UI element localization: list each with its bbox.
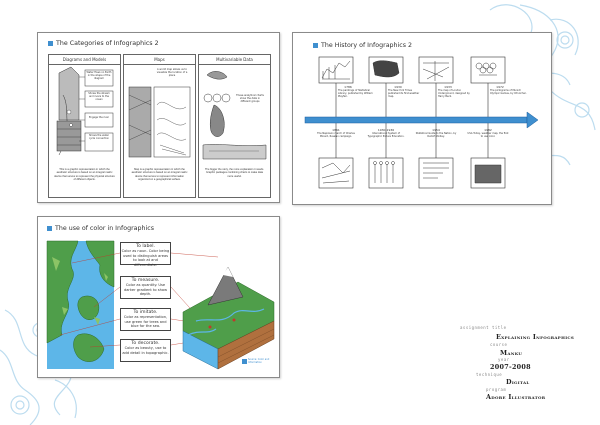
column-heading: Maps	[124, 55, 195, 65]
color-box-measure: To measure. Color as quantity. Use darke…	[120, 276, 171, 299]
history-timeline	[304, 56, 539, 189]
history-year: 1972	[496, 85, 504, 89]
history-event: The map of London Underground, designed …	[438, 89, 470, 98]
program-value: Adobe Illustrator	[486, 393, 546, 401]
assignment-title-label: assignment title	[460, 325, 507, 330]
diagram-callout: Shows the water cycle connection	[88, 134, 110, 140]
color-box-imitate: To imitate. Color as representation, use…	[120, 308, 171, 331]
year-label: year	[498, 357, 510, 362]
diagram-callout: Engage the river	[89, 116, 109, 119]
color-box-heading: To imitate.	[133, 310, 158, 315]
year-value: 2007-2008	[490, 363, 531, 371]
category-caption: This is a graphic representation in whic…	[54, 168, 115, 181]
category-caption: The bigger the story, the more explanati…	[204, 168, 265, 178]
color-box-heading: To decorate.	[131, 341, 160, 346]
program-label: program	[486, 387, 507, 392]
color-box-label: To label. Color as noun. Color being use…	[120, 242, 171, 267]
history-year: 1786	[344, 85, 352, 89]
multivariable-illustration	[202, 71, 267, 160]
course-value: Manku	[500, 349, 523, 357]
bullet-square-icon	[313, 42, 318, 48]
technique-label: technique	[476, 372, 503, 377]
color-box-heading: To measure.	[131, 278, 160, 283]
history-year: 1861	[332, 128, 340, 132]
technique-value: Digital	[506, 378, 530, 386]
history-year: 1933	[444, 85, 452, 89]
history-event: International System of Typographic Pict…	[367, 132, 405, 138]
color-box-text: Color as beauty, use to add detail in to…	[122, 346, 169, 355]
map-illustration	[128, 86, 191, 158]
color-title: The use of color in Infographics	[47, 225, 154, 232]
column-heading: Multivariable Data	[199, 55, 270, 65]
diagram-callout: Shows the stream and rivers to the ocean	[88, 92, 110, 101]
category-column-diagrams: Diagrams and Models Water flows on Earth…	[48, 54, 121, 198]
assignment-title: Explaining Infographics	[496, 333, 575, 341]
category-caption: Map is a graphic representation in which…	[131, 168, 188, 181]
color-box-text: Color as quantity. Use darker gradient t…	[123, 283, 168, 297]
history-event: USA Today, weather map, the first to use…	[467, 132, 509, 138]
color-box-text: Color as representation, use green for t…	[123, 315, 168, 329]
color-box-decorate: To decorate. Color as beauty, use to add…	[120, 339, 171, 362]
history-year: 1954	[432, 128, 440, 132]
color-panel: The use of color in Infographics	[37, 216, 280, 378]
course-label: course	[490, 342, 508, 347]
history-panel: The History of Infographics 2	[292, 32, 552, 205]
history-year: 1982	[484, 128, 492, 132]
categories-title: The Categories of Infographics 2	[48, 40, 159, 47]
bullet-square-icon	[47, 225, 52, 231]
history-event: The paintings of Statistical Library, pu…	[338, 89, 373, 98]
diagram-callout: Water flows on Earth in the shape of the…	[86, 71, 112, 80]
history-event: The pictograms of Munich Olympic Games, …	[490, 89, 527, 95]
color-footnote: Source: Color and Information	[248, 358, 270, 364]
color-box-heading: To label.	[136, 244, 155, 249]
history-year: 1930	[394, 85, 402, 89]
multivariable-callout: These analytical charts show the data in…	[236, 94, 264, 103]
color-box-text: Color as noun. Color being used to disti…	[121, 249, 170, 267]
history-event: The Napoleon march of Charles Minard, Ru…	[317, 132, 355, 138]
map-callout: A world map allows us to visualize the l…	[156, 68, 188, 77]
column-heading: Diagrams and Models	[49, 55, 120, 65]
diagram-illustration	[53, 66, 116, 160]
history-event: The New York Times published its first w…	[388, 89, 420, 98]
history-title: The History of Infographics 2	[313, 42, 412, 49]
categories-panel: The Categories of Infographics 2 Diagram…	[37, 32, 280, 203]
color-map-illustration	[46, 240, 275, 370]
category-column-multivariable: Multivariable Data These analytical char…	[198, 54, 271, 198]
category-column-maps: Maps A world map allows us to visualize …	[123, 54, 196, 198]
history-event: Statistical Guide to the Nation, by Rudo…	[415, 132, 457, 138]
bullet-square-icon	[48, 40, 53, 46]
history-year: 1930-1936	[377, 128, 395, 132]
